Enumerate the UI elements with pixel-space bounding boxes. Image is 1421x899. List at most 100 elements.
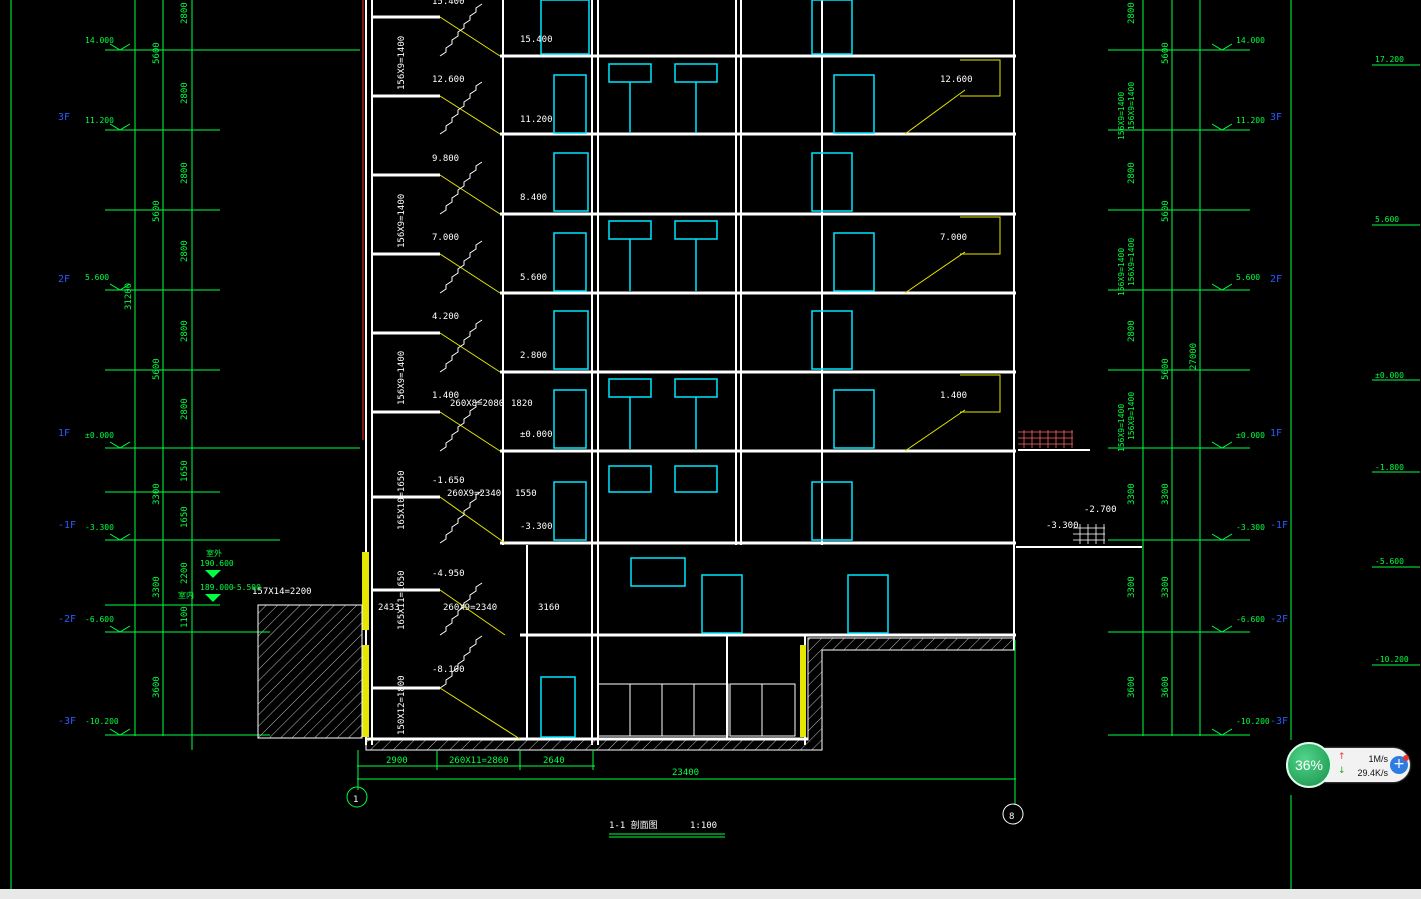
svg-text:±0.000: ±0.000: [85, 431, 114, 440]
svg-text:2433: 2433: [378, 603, 400, 613]
svg-text:-5.500: -5.500: [232, 583, 261, 592]
svg-text:1.400: 1.400: [940, 391, 967, 401]
svg-text:3F: 3F: [1270, 112, 1282, 123]
svg-text:5.600: 5.600: [1375, 215, 1399, 224]
svg-text:156X9=1400: 156X9=1400: [1117, 404, 1126, 452]
svg-text:1-1 剖面图: 1-1 剖面图: [609, 819, 658, 831]
svg-text:5.600: 5.600: [85, 273, 109, 282]
download-arrow-icon: ↓: [1338, 766, 1346, 776]
svg-text:3300: 3300: [1127, 576, 1137, 598]
upload-arrow-icon: ↑: [1338, 752, 1346, 762]
network-monitor-widget[interactable]: 36% ↑ 1M/s ↓ 29.4K/s +: [1286, 742, 1412, 788]
right-stairs: [904, 59, 1001, 452]
svg-text:5600: 5600: [152, 200, 162, 222]
svg-text:1.400: 1.400: [432, 391, 459, 401]
svg-text:-6.600: -6.600: [85, 615, 114, 624]
notification-dot: [1403, 755, 1409, 761]
level-markers-left: [109, 43, 131, 736]
svg-text:7.000: 7.000: [940, 233, 967, 243]
svg-text:-1F: -1F: [58, 520, 76, 531]
bottom-dimension-texts: 2900 260X11=2860 2640 23400: [386, 756, 699, 778]
left-dimension-lines: [105, 0, 360, 750]
right-dimension-lines: [1108, 0, 1420, 736]
svg-text:165X11=1650: 165X11=1650: [397, 570, 407, 630]
svg-text:5.600: 5.600: [1236, 273, 1260, 282]
svg-text:3F: 3F: [58, 112, 70, 123]
svg-text:11.200: 11.200: [520, 115, 553, 125]
svg-text:14.000: 14.000: [85, 36, 114, 45]
svg-text:3600: 3600: [1127, 676, 1137, 698]
svg-text:9.800: 9.800: [432, 154, 459, 164]
level-labels-right: 14.000 11.200 5.600 ±0.000 -3.300 -6.600…: [1236, 36, 1270, 726]
ground-hatch: [257, 604, 1015, 751]
svg-text:260X9=2340: 260X9=2340: [447, 489, 501, 499]
svg-text:1650: 1650: [180, 460, 190, 482]
svg-text:260X9=2340: 260X9=2340: [443, 603, 497, 613]
svg-text:-1F: -1F: [1270, 520, 1288, 531]
floor-labels-right: 3F 2F 1F -1F -2F -3F: [1270, 112, 1288, 727]
svg-text:±0.000: ±0.000: [1375, 371, 1404, 380]
right-vertical-dimensions: 5600 5600 5600 3300 3300 3600 27000 2800…: [1127, 2, 1199, 698]
basement-partitions: [597, 683, 796, 737]
svg-text:27000: 27000: [1189, 343, 1199, 370]
svg-text:3160: 3160: [538, 603, 560, 613]
svg-text:室外: 室外: [206, 548, 222, 558]
windows: [608, 63, 718, 587]
svg-text:-3F: -3F: [1270, 716, 1288, 727]
svg-text:3300: 3300: [1127, 483, 1137, 505]
svg-text:11.200: 11.200: [1236, 116, 1265, 125]
level-arrows: [205, 570, 221, 602]
upload-rate: 1M/s: [1368, 754, 1388, 764]
svg-text:12.600: 12.600: [940, 75, 973, 85]
svg-text:7.000: 7.000: [432, 233, 459, 243]
svg-text:156X9=1400: 156X9=1400: [1117, 92, 1126, 140]
stair-steps: [439, 3, 483, 689]
svg-text:-3.300: -3.300: [1236, 523, 1265, 532]
right-stair-notes: 156X9=1400 156X9=1400 156X9=1400 156X9=1…: [1117, 82, 1136, 452]
svg-text:190.600: 190.600: [200, 559, 234, 568]
svg-text:2900: 2900: [386, 756, 408, 766]
svg-text:8.400: 8.400: [520, 193, 547, 203]
svg-text:1F: 1F: [58, 428, 70, 439]
svg-text:189.000: 189.000: [200, 583, 234, 592]
svg-text:-5.600: -5.600: [1375, 557, 1404, 566]
svg-text:2800: 2800: [1127, 162, 1137, 184]
svg-text:156X9=1400: 156X9=1400: [397, 351, 407, 405]
cpu-usage-ball[interactable]: 36%: [1286, 742, 1332, 788]
misc-labels: 190.600 189.000 -5.500 -2.700 -3.300 室外 …: [178, 505, 1117, 600]
svg-text:-3F: -3F: [58, 716, 76, 727]
svg-text:1650: 1650: [180, 506, 190, 528]
level-markers-right: [1211, 43, 1233, 736]
svg-text:31200: 31200: [124, 283, 134, 310]
svg-text:156X9=1400: 156X9=1400: [397, 194, 407, 248]
svg-text:-10.200: -10.200: [1236, 717, 1270, 726]
svg-text:1F: 1F: [1270, 428, 1282, 439]
svg-text:3300: 3300: [1161, 576, 1171, 598]
svg-text:2200: 2200: [180, 562, 190, 584]
svg-text:-10.200: -10.200: [85, 717, 119, 726]
svg-text:8: 8: [1009, 812, 1014, 822]
svg-text:±0.000: ±0.000: [520, 430, 553, 440]
svg-text:2F: 2F: [1270, 274, 1282, 285]
svg-text:4.200: 4.200: [432, 312, 459, 322]
stair-level-labels: 15.400 12.600 11.200 9.800 8.400 7.000 5…: [432, 0, 553, 675]
svg-text:15.400: 15.400: [520, 35, 553, 45]
svg-text:5.600: 5.600: [520, 273, 547, 283]
floor-slabs: [365, 54, 1016, 741]
svg-text:3600: 3600: [1161, 676, 1171, 698]
svg-text:-3.300: -3.300: [520, 522, 553, 532]
svg-text:-1.800: -1.800: [1375, 463, 1404, 472]
svg-text:-3.300: -3.300: [1046, 521, 1079, 531]
brick-canopy: [1016, 430, 1142, 548]
svg-text:156X9=1400: 156X9=1400: [1117, 248, 1126, 296]
svg-text:12.600: 12.600: [432, 75, 465, 85]
svg-text:2800: 2800: [180, 320, 190, 342]
svg-text:1100: 1100: [180, 606, 190, 628]
grid-axis-bubbles: 1 8: [346, 786, 1024, 825]
level-labels-far-right: 17.200 5.600 ±0.000 -1.800 -5.600 -10.20…: [1375, 55, 1409, 664]
svg-text:2800: 2800: [180, 82, 190, 104]
svg-text:-2F: -2F: [1270, 614, 1288, 625]
svg-text:2800: 2800: [180, 162, 190, 184]
svg-text:1820: 1820: [511, 399, 533, 409]
